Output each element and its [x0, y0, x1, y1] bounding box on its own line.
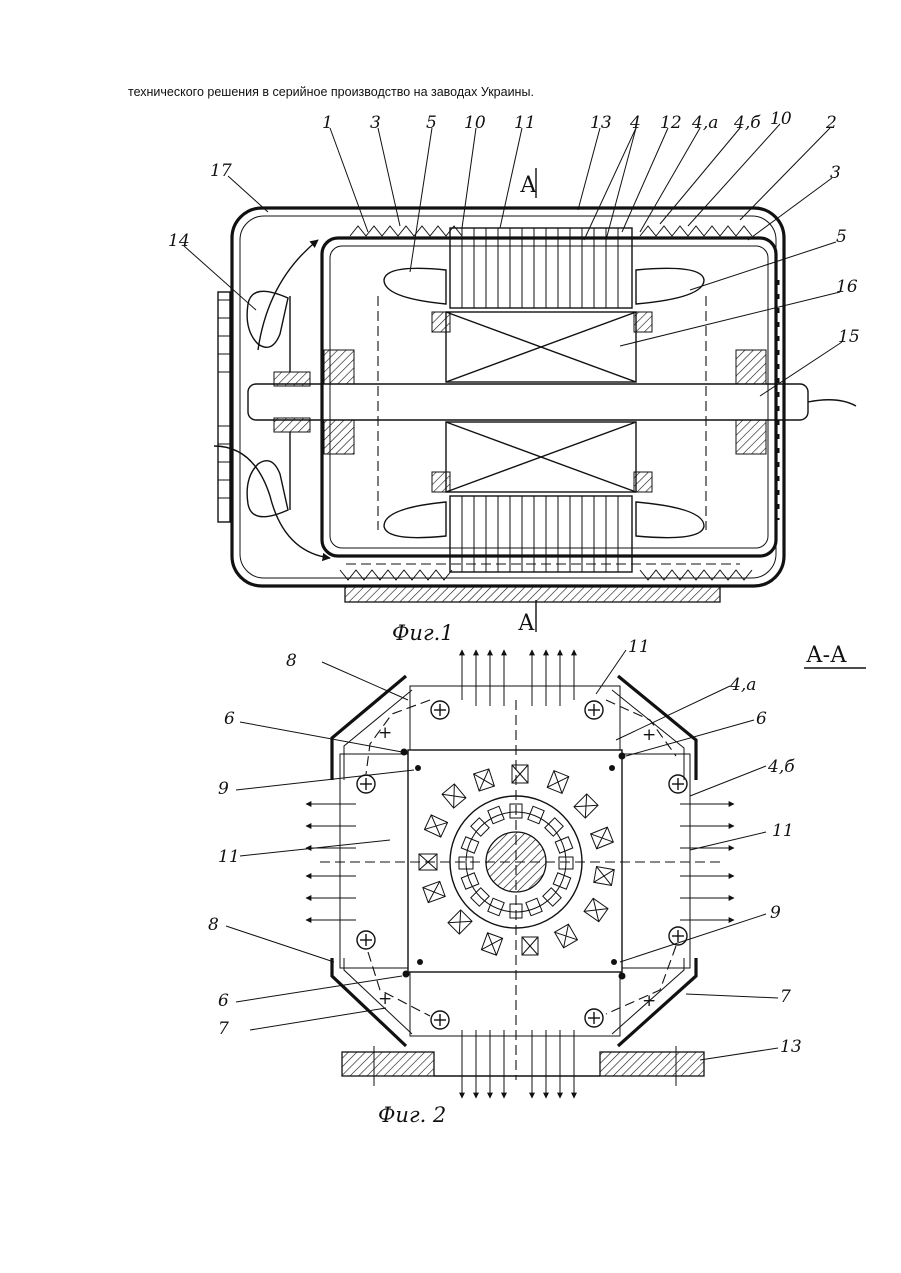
fig1-callout-12: 12	[660, 113, 682, 133]
fig1-callout-17: 17	[210, 161, 232, 181]
fig2-callout-6b: 6	[756, 709, 767, 729]
fig2-callout-4b: 4,б	[767, 757, 795, 777]
fig1-callout-10b: 10	[770, 109, 792, 129]
fig2-callout-6a: 6	[224, 709, 235, 729]
fig2-section-title: А-А	[806, 643, 847, 668]
fig1-base-plate	[345, 586, 720, 602]
fig2-callout-8a: 8	[286, 651, 297, 671]
fig1-drawing: 1 3 5 10 11 13 4 12 4,а 4,б 10 2 3 5 16 …	[168, 109, 860, 645]
fig2-base-left	[342, 1052, 434, 1076]
fig1-callout-4a: 4,а	[691, 113, 718, 133]
fig1-caption: Фиг.1	[392, 621, 454, 645]
fig1-callout-15: 15	[838, 327, 860, 347]
fig1-callout-1: 1	[322, 113, 333, 133]
fig1-bearing-left-bottom	[324, 420, 354, 454]
fig1-callout-5b: 5	[836, 227, 847, 247]
fig1-fan-blade-top	[247, 291, 288, 347]
fig2-callout-11c: 11	[772, 821, 794, 841]
fig1-stator-top	[450, 228, 632, 308]
fig2-plus-3: +	[378, 989, 392, 1009]
fig1-callout-11: 11	[514, 113, 536, 133]
fig1-callout-2: 2	[825, 113, 837, 133]
fig1-section-mark-top: А	[520, 173, 537, 198]
fig2-plus-1: +	[378, 723, 392, 743]
fig2-drawing: А-А	[208, 637, 866, 1127]
fig1-callout-4: 4	[629, 113, 641, 133]
fig1-bearing-left-top	[324, 350, 354, 384]
fig1-rotor	[432, 312, 652, 492]
fig1-stator-bottom	[450, 496, 632, 572]
fig2-callout-4a: 4,а	[729, 675, 756, 695]
fig2-plus-4: +	[642, 991, 656, 1011]
fig1-inner-frame	[322, 238, 776, 556]
fig2-callout-9a: 9	[218, 779, 229, 799]
fig1-shaft	[248, 384, 808, 420]
fig2-caption: Фиг. 2	[378, 1103, 446, 1127]
fig1-callout-14: 14	[168, 231, 190, 251]
fig1-winding-right-bottom	[636, 502, 704, 538]
fig1-callout-3a: 3	[370, 113, 381, 133]
fig2-callout-11b: 11	[218, 847, 240, 867]
fig2-callout-7b: 7	[780, 987, 791, 1007]
fig1-callout-10a: 10	[464, 113, 486, 133]
fig1-winding-left-top	[384, 268, 446, 304]
fig1-callout-5a: 5	[426, 113, 437, 133]
fig1-winding-left-bottom	[384, 502, 446, 538]
fig2-callout-7a: 7	[218, 1019, 229, 1039]
fig1-winding-right-top	[636, 268, 704, 304]
fig1-callout-13: 13	[590, 113, 612, 133]
fig1-callout-4b: 4,б	[733, 113, 761, 133]
fig1-section-mark-bottom: А	[518, 611, 535, 636]
fig2-callout-8b: 8	[208, 915, 219, 935]
fig1-bearing-right-top	[736, 350, 766, 384]
fig2-callout-9b: 9	[770, 903, 781, 923]
fig1-callout-3b: 3	[830, 163, 841, 183]
fig2-callout-6c: 6	[218, 991, 229, 1011]
fig1-outer-housing	[232, 208, 784, 586]
fig2-callout-13: 13	[780, 1037, 802, 1057]
fig2-callout-11a: 11	[628, 637, 650, 657]
fig1-bearing-right-bottom	[736, 420, 766, 454]
fig2-base-right	[600, 1052, 704, 1076]
fig1-left-grille	[218, 292, 230, 522]
fig2-plus-2: +	[642, 725, 656, 745]
fig1-callout-16: 16	[836, 277, 858, 297]
